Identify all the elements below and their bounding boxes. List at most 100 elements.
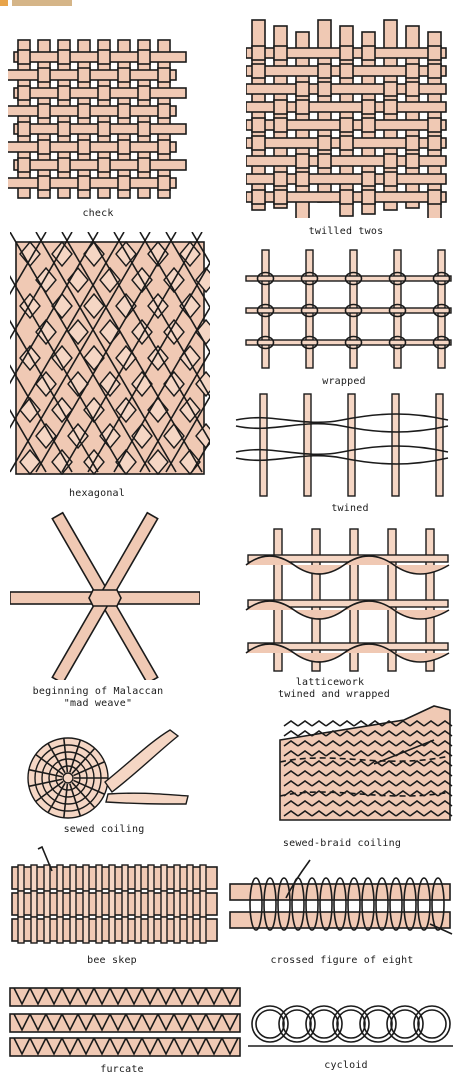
skep-binding [44,917,50,943]
check-warp-strip [118,40,130,198]
twill-warp-over [428,46,441,60]
twill-warp-over [340,118,353,132]
twill-warp-over [274,100,287,114]
twill-warp-over [406,154,419,168]
twill-warp-over [252,136,265,150]
wrapped-weave-illustration [244,248,454,370]
skep-binding [70,917,76,943]
check-warp-over [58,50,70,64]
skep-binding [161,917,167,943]
check-warp-over [138,158,150,172]
twill-warp-over [406,64,419,78]
caption-furcate: furcate [100,1064,144,1075]
skep-binding [187,865,193,891]
caption-check: check [82,208,113,219]
twill-warp-over [340,190,353,204]
twill-warp-over [384,82,397,96]
twill-warp-over [296,100,309,114]
check-warp-over [18,158,30,172]
caption-wrapped: wrapped [322,376,366,387]
fig8-coil [230,912,450,928]
braid-chevron [312,721,326,726]
check-warp-over [98,50,110,64]
twined-upright-rod [260,394,267,496]
skep-binding [83,917,89,943]
caption-malaccan-line1: beginning of Malaccan [33,686,164,697]
twill-warp-over [340,136,353,150]
check-warp-over [158,140,170,154]
check-warp-over [118,104,130,118]
check-warp-over [38,176,50,190]
skep-binding [200,865,206,891]
skep-binding [18,865,24,891]
header-fragment-icon [0,0,80,10]
skep-binding [122,891,128,917]
skep-binding [57,865,63,891]
skep-binding [18,917,24,943]
check-warp-over [58,86,70,100]
caption-malaccan-line2: "mad weave" [64,698,132,709]
skep-binding [200,891,206,917]
skep-binding [148,917,154,943]
braid-chevron [284,721,298,726]
twill-warp-over [252,118,265,132]
check-warp-over [118,68,130,82]
check-warp-over [58,122,70,136]
twill-warp-over [296,172,309,186]
check-warp-over [38,104,50,118]
check-warp-over [98,86,110,100]
skep-binding [18,891,24,917]
braid-chevron [326,721,340,726]
skep-binding [57,891,63,917]
crossed-figure-of-eight-illustration [226,858,454,953]
coil-loose-strand [105,730,178,792]
check-weft-strip [8,70,176,80]
twined-weave-illustration [232,390,452,500]
skep-binding [161,891,167,917]
check-warp-over [18,122,30,136]
skep-binding [135,891,141,917]
twill-warp-over [406,82,419,96]
twined-upright-rod [304,394,311,496]
twill-warp-over [318,64,331,78]
skep-binding [109,865,115,891]
caption-latticework-line1: latticework [296,677,364,688]
check-warp-over [158,104,170,118]
skep-binding [187,917,193,943]
twill-warp-over [362,46,375,60]
twill-warp-over [384,172,397,186]
skep-binding [31,865,37,891]
check-warp-over [98,122,110,136]
twined-weft-strand [236,424,448,432]
skep-binding [70,865,76,891]
check-warp-over [138,50,150,64]
check-warp-over [78,140,90,154]
caption-cycloid: cycloid [324,1060,368,1071]
braid-chevron [298,721,312,726]
twill-warp-over [252,64,265,78]
skep-binding [31,891,37,917]
check-warp-strip [38,40,50,198]
check-warp-over [158,68,170,82]
twill-warp-over [362,118,375,132]
twill-warp-over [428,136,441,150]
latticework-illustration [244,525,454,675]
check-warp-over [38,140,50,154]
twill-warp-over [318,154,331,168]
check-warp-over [18,86,30,100]
check-weft-strip [8,178,176,188]
caption-crossed-figure-of-eight: crossed figure of eight [270,955,413,966]
skep-binding [96,865,102,891]
twill-warp-over [318,82,331,96]
skep-binding [174,917,180,943]
skep-binding [83,891,89,917]
check-warp-over [98,158,110,172]
skep-binding [187,891,193,917]
twill-warp-over [428,118,441,132]
twined-upright-rod [348,394,355,496]
twill-warp-over [274,190,287,204]
twill-warp-over [252,46,265,60]
skep-binding [148,865,154,891]
skep-binding [135,917,141,943]
fig8-coil [230,884,450,900]
